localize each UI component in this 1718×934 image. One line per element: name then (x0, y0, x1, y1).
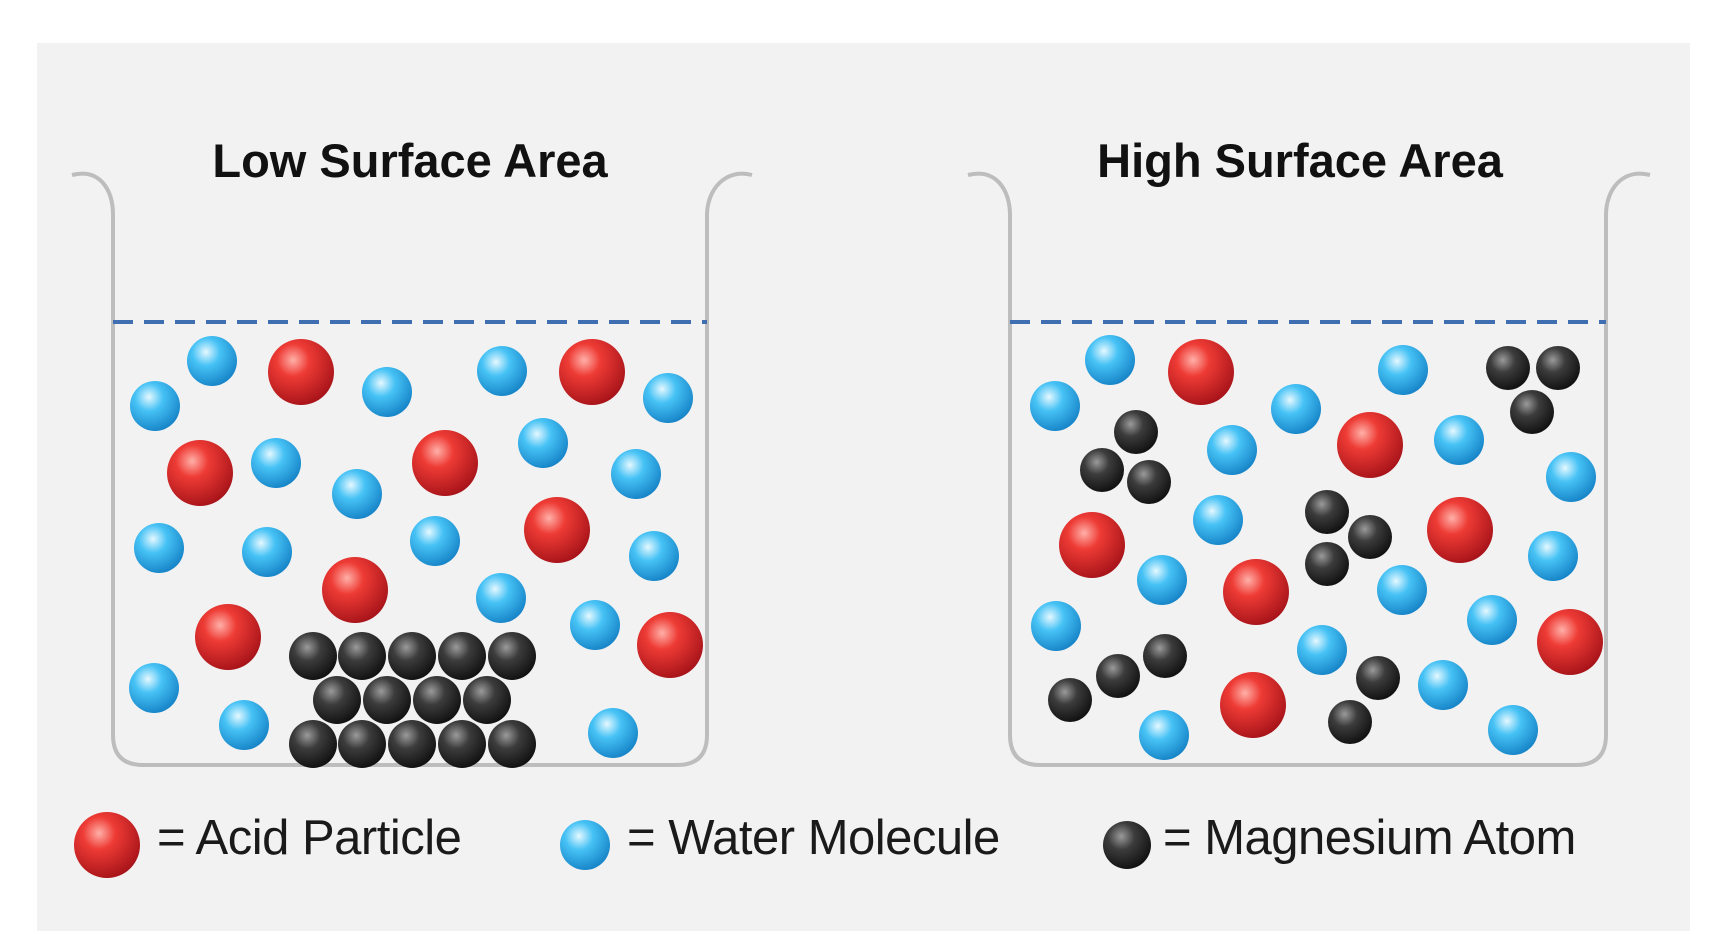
magnesium-atom (1114, 410, 1158, 454)
magnesium-atom (1348, 515, 1392, 559)
water-molecule (611, 449, 661, 499)
acid-particle (1220, 672, 1286, 738)
water-molecule (219, 700, 269, 750)
magnesium-atom (1305, 542, 1349, 586)
acid-particle (1059, 512, 1125, 578)
acid-particle (1537, 609, 1603, 675)
acid-particle (268, 339, 334, 405)
water-molecule (129, 663, 179, 713)
magnesium-atom (413, 676, 461, 724)
magnesium-atom (1510, 390, 1554, 434)
water-molecule (477, 346, 527, 396)
legend-water-icon (560, 820, 610, 870)
water-molecule (629, 531, 679, 581)
left-beaker (71, 171, 753, 767)
magnesium-atom (1080, 448, 1124, 492)
magnesium-atom (1048, 678, 1092, 722)
water-molecule (242, 527, 292, 577)
water-molecule (1434, 415, 1484, 465)
magnesium-atom (1143, 634, 1187, 678)
legend-water-label: = Water Molecule (627, 811, 1000, 865)
magnesium-atom (463, 676, 511, 724)
water-molecule (1418, 660, 1468, 710)
legend-magnesium-icon (1103, 821, 1151, 869)
water-molecule (1297, 625, 1347, 675)
magnesium-atom (1486, 346, 1530, 390)
water-molecule (1488, 705, 1538, 755)
water-molecule (1139, 710, 1189, 760)
legend-magnesium-label: = Magnesium Atom (1163, 811, 1576, 865)
water-molecule (518, 418, 568, 468)
magnesium-atom (338, 632, 386, 680)
magnesium-atom (388, 720, 436, 768)
water-molecule (570, 600, 620, 650)
acid-particle (322, 557, 388, 623)
particles (74, 335, 1603, 878)
magnesium-atom (488, 632, 536, 680)
high-surface-area-title: High Surface Area (1097, 134, 1503, 187)
magnesium-atom (1536, 346, 1580, 390)
magnesium-atom (1305, 490, 1349, 534)
water-molecule (1137, 555, 1187, 605)
water-molecule (134, 523, 184, 573)
magnesium-atom (1127, 460, 1171, 504)
water-molecule (1207, 425, 1257, 475)
acid-particle (524, 497, 590, 563)
acid-particle (1223, 559, 1289, 625)
acid-particle (167, 440, 233, 506)
water-molecule (187, 336, 237, 386)
magnesium-atom (1328, 700, 1372, 744)
magnesium-atom (338, 720, 386, 768)
magnesium-atom (289, 632, 337, 680)
acid-particle (412, 430, 478, 496)
acid-particle (559, 339, 625, 405)
water-molecule (1193, 495, 1243, 545)
water-molecule (1271, 384, 1321, 434)
water-molecule (1467, 595, 1517, 645)
water-molecule (1031, 601, 1081, 651)
legend-acid-icon (74, 812, 140, 878)
water-molecule (332, 469, 382, 519)
magnesium-atom (438, 632, 486, 680)
water-molecule (643, 373, 693, 423)
right-beaker (967, 171, 1651, 767)
water-molecule (410, 516, 460, 566)
water-molecule (1085, 335, 1135, 385)
water-molecule (251, 438, 301, 488)
water-molecule (588, 708, 638, 758)
acid-particle (1168, 339, 1234, 405)
low-surface-area-title: Low Surface Area (212, 134, 608, 187)
acid-particle (637, 612, 703, 678)
magnesium-atom (388, 632, 436, 680)
magnesium-atom (313, 676, 361, 724)
acid-particle (195, 604, 261, 670)
acid-particle (1427, 497, 1493, 563)
acid-particle (1337, 412, 1403, 478)
water-molecule (130, 381, 180, 431)
water-molecule (362, 367, 412, 417)
water-molecule (1030, 381, 1080, 431)
water-molecule (476, 573, 526, 623)
magnesium-atom (363, 676, 411, 724)
magnesium-atom (1356, 656, 1400, 700)
legend-acid-label: = Acid Particle (157, 811, 462, 865)
magnesium-atom (1096, 654, 1140, 698)
water-molecule (1377, 565, 1427, 615)
magnesium-atom (289, 720, 337, 768)
magnesium-atom (438, 720, 486, 768)
water-molecule (1546, 452, 1596, 502)
water-molecule (1528, 531, 1578, 581)
magnesium-atom (488, 720, 536, 768)
diagram-background (37, 43, 1690, 931)
water-molecule (1378, 345, 1428, 395)
